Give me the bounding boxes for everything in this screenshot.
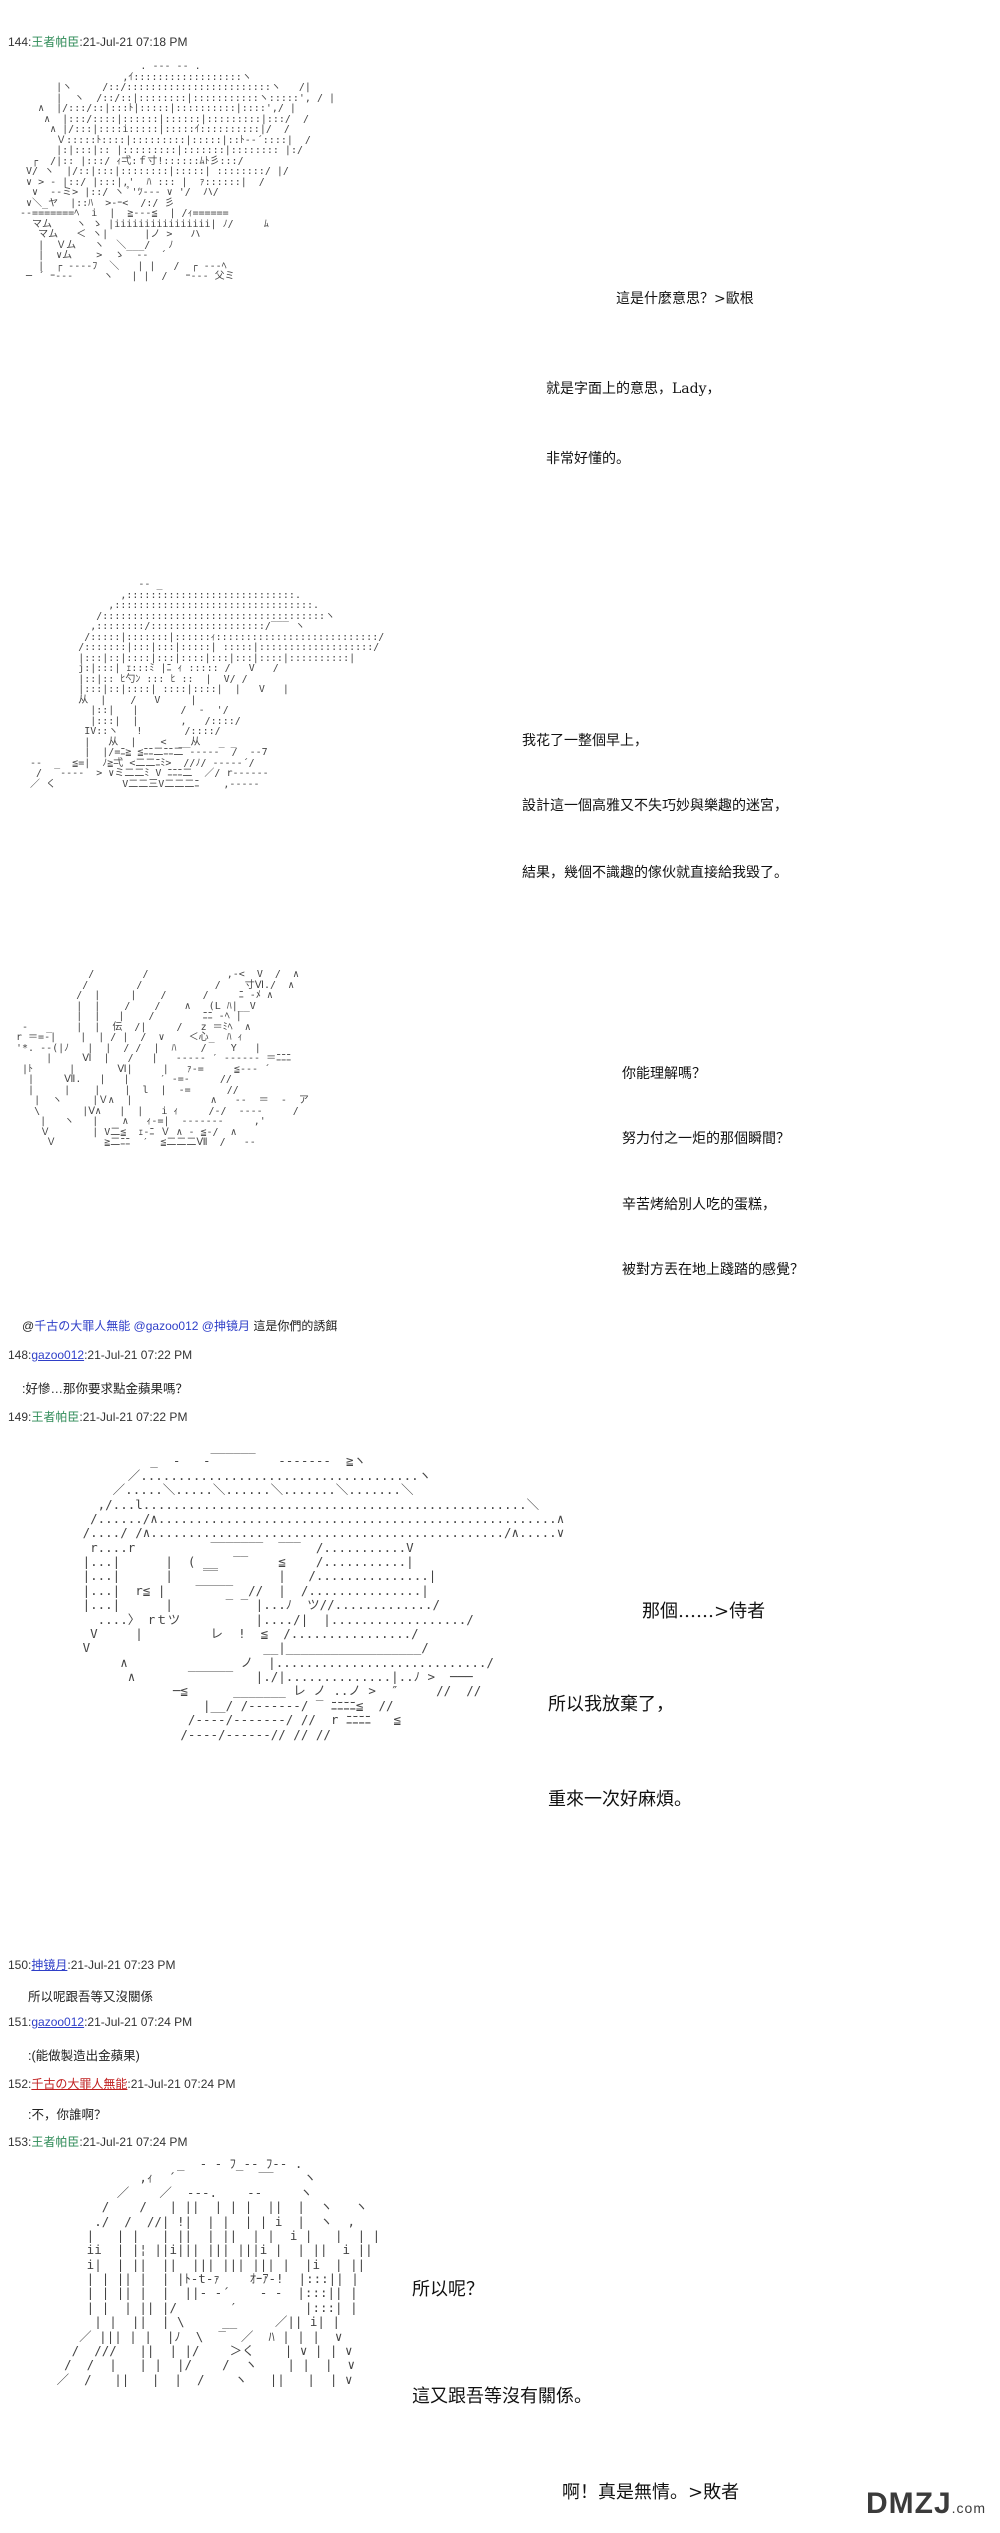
reply-text: :不，你誰啊？ [28,2108,107,2122]
watermark-brand: DMZJ [865,2487,952,2520]
post-header: 149:王者帕臣:21-Jul-21 07:22 PM [8,1408,187,1425]
post-date: :21-Jul-21 07:24 PM [84,2015,193,2029]
dialog-line: 被對方丟在地上踐踏的感覺？ [622,1262,804,1278]
post-date: :21-Jul-21 07:18 PM [79,35,188,49]
mention-user[interactable]: @抻镜月 [201,1319,250,1333]
ascii-art-character-4: ______ _ ‐ ‐ ‐‐‐‐‐‐‐ ≧ヽ ／...............… [82,1439,565,1742]
post-number: 148: [8,1348,32,1362]
site-watermark-logo: DMZJ.com [866,2487,986,2521]
post-number: 150: [8,1958,32,1972]
post-header: 152:千古の大罪人無能:21-Jul-21 07:24 PM [8,2075,235,2092]
dialog-line: 就是字面上的意思，Lady， [546,381,721,397]
post-header: 148:gazoo012:21-Jul-21 07:22 PM [8,1348,192,1362]
poster-name[interactable]: 王者帕臣 [31,1410,80,1424]
post-number: 144: [8,35,32,49]
poster-name[interactable]: 抻镜月 [31,1958,68,1972]
dialog-line: 你能理解嗎？ [622,1066,706,1082]
dialog-line: 設計這一個高雅又不失巧妙與樂趣的迷宮， [522,798,788,814]
dialog-line: 所以我放棄了， [548,1694,674,1715]
mention-text: 這是你們的誘餌 [249,1319,338,1333]
watermark-suffix: .com [951,2500,986,2516]
poster-name[interactable]: 王者帕臣 [31,35,80,49]
post-header: 151:gazoo012:21-Jul-21 07:24 PM [8,2015,192,2029]
reply-text: :(能做製造出金蘋果) [28,2049,140,2063]
dialog-line: 所以呢？ [412,2279,484,2300]
dialog-line: 非常好懂的。 [546,451,630,467]
post-header: 150:抻镜月:21-Jul-21 07:23 PM [8,1956,175,1973]
post-date: :21-Jul-21 07:24 PM [127,2077,236,2091]
post-number: 151: [8,2015,32,2029]
post-number: 152: [8,2077,32,2091]
dialog-line: 努力付之一炬的那個瞬間？ [622,1131,790,1147]
mention-user[interactable]: @gazoo012 [133,1319,199,1333]
post-date: :21-Jul-21 07:22 PM [84,1348,193,1362]
post-number: 153: [8,2135,32,2149]
post-date: :21-Jul-21 07:22 PM [79,1410,188,1424]
ascii-art-character-2: ‐- _ ,::::::::::::::::::::::::::::. ,:::… [30,579,385,790]
dialog-line: 辛苦烤給別人吃的蛋糕， [622,1197,776,1213]
mention-user[interactable]: 千古の大罪人無能 [34,1319,131,1333]
dialog-line: 這又跟吾等沒有關係。 [412,2386,592,2407]
poster-name[interactable]: gazoo012 [31,1348,85,1362]
dialog-line: 我花了一整個早上， [522,733,648,749]
reply-text: :好慘…那你要求點金蘋果嗎？ [22,1382,188,1396]
poster-name[interactable]: 千古の大罪人無能 [31,2077,128,2091]
ascii-art-character-1: . -‐‐ ‐- . ,ｲ::::::::::::::::::ヽ |ヽ /::/… [20,61,336,282]
post-header: 144:王者帕臣:21-Jul-21 07:18 PM [8,33,187,50]
dialog-line: 啊！真是無情。>敗者 [562,2482,740,2503]
mention-prefix: @ [22,1319,35,1333]
ascii-art-character-3: / / ,‐< V / ∧ / / / 寸Ⅵ./ ∧ / | | / / ﾆ ‐… [16,969,309,1148]
ascii-art-character-5: _ ‐ ‐ ﾌ_-‐ ﾌ‐‐ . ,ｨ ´ ‾‾ ヽ ／ ／ ‐‐‐. ‐‐ ヽ… [56,2156,381,2387]
poster-name[interactable]: gazoo012 [31,2015,85,2029]
dialog-line: 這是什麼意思？>歐根 [616,291,754,307]
post-number: 149: [8,1410,32,1424]
mention-line: @千古の大罪人無能 @gazoo012 @抻镜月 這是你們的誘餌 [22,1317,337,1334]
dialog-line: 重來一次好麻煩。 [548,1789,692,1810]
post-date: :21-Jul-21 07:23 PM [67,1958,176,1972]
dialog-line: 那個……>侍者 [642,1601,766,1622]
reply-text: 所以呢跟吾等又沒關係 [28,1990,154,2004]
post-header: 153:王者帕臣:21-Jul-21 07:24 PM [8,2133,187,2150]
dialog-line: 結果，幾個不識趣的傢伙就直接給我毀了。 [522,865,788,881]
poster-name[interactable]: 王者帕臣 [31,2135,80,2149]
post-date: :21-Jul-21 07:24 PM [79,2135,188,2149]
